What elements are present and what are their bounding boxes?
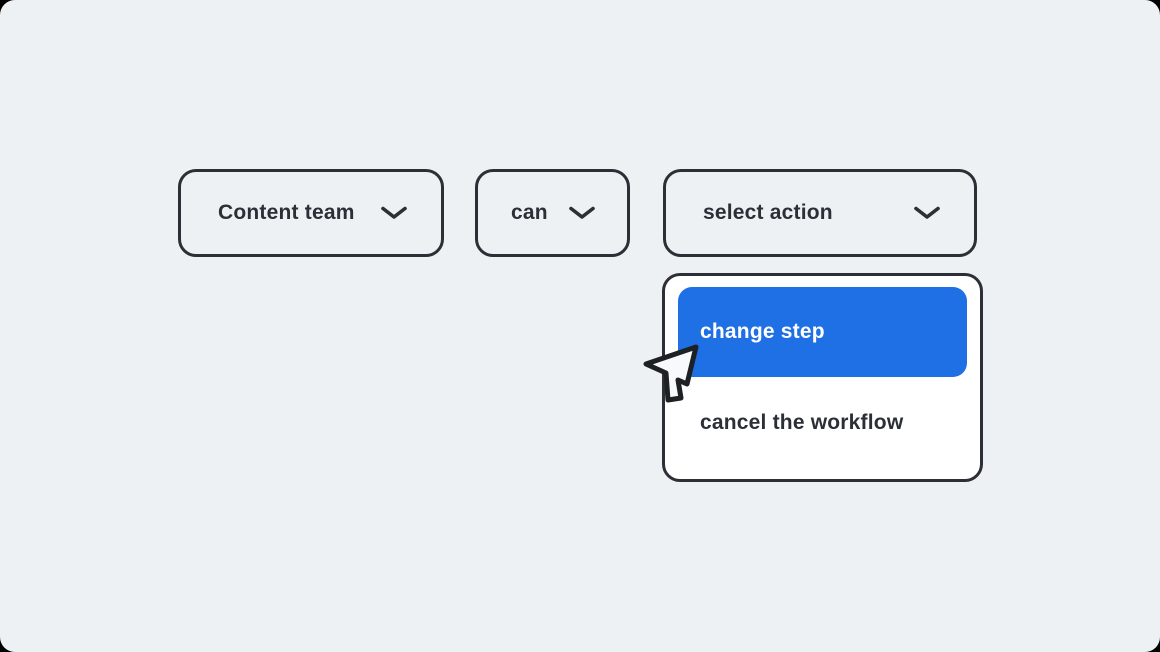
dropdown-content-team-label: Content team bbox=[218, 201, 355, 224]
chevron-down-icon bbox=[381, 206, 407, 219]
chevron-down-icon bbox=[569, 206, 595, 219]
menu-item-change-step[interactable]: change step bbox=[678, 287, 967, 377]
action-dropdown-menu: change step cancel the workflow bbox=[662, 273, 983, 482]
menu-item-cancel-workflow[interactable]: cancel the workflow bbox=[678, 377, 967, 468]
chevron-down-icon bbox=[914, 206, 940, 219]
menu-item-change-step-label: change step bbox=[700, 320, 825, 343]
dropdown-select-action-label: select action bbox=[703, 201, 833, 224]
dropdown-content-team[interactable]: Content team bbox=[178, 169, 444, 257]
dropdown-can[interactable]: can bbox=[475, 169, 630, 257]
dropdown-can-label: can bbox=[511, 201, 548, 224]
menu-item-cancel-workflow-label: cancel the workflow bbox=[700, 410, 904, 434]
dropdown-select-action[interactable]: select action bbox=[663, 169, 977, 257]
